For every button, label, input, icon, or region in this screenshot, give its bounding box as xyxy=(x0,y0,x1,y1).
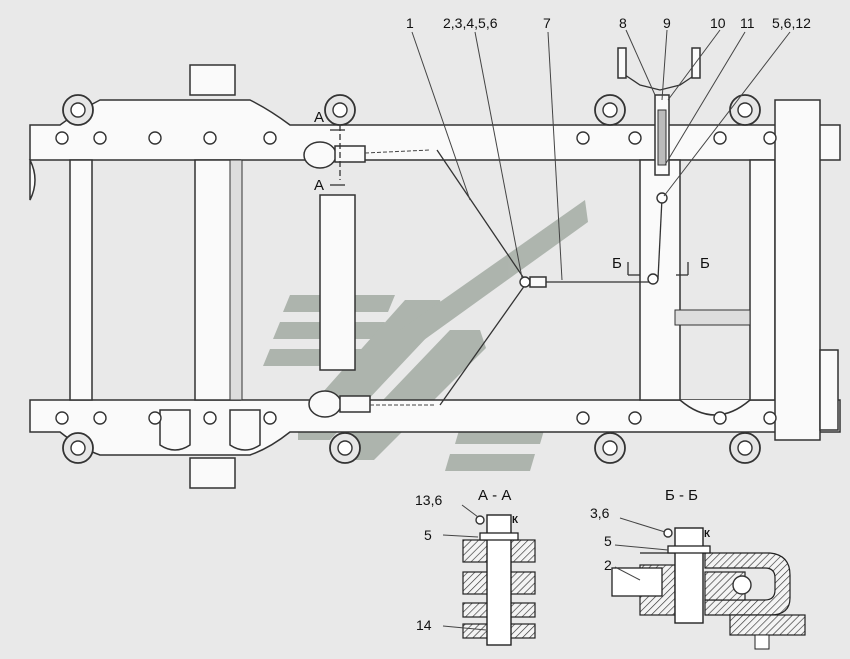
section-mark-a-top: А xyxy=(314,109,324,126)
callout-7: 7 xyxy=(543,15,551,31)
section-bb-drawing xyxy=(611,517,806,650)
section-bb-k-mark: К xyxy=(704,529,711,540)
callout-1: 1 xyxy=(406,15,414,31)
section-bb-callout-2: 2 xyxy=(604,557,612,573)
section-mark-a-bottom: А xyxy=(314,177,324,194)
wheel-nuts xyxy=(62,94,761,464)
section-aa-drawing xyxy=(442,504,536,646)
callout-10: 10 xyxy=(710,15,726,31)
section-bb-callout-5: 5 xyxy=(604,533,612,549)
section-bb-callout-3-6: 3,6 xyxy=(590,505,610,521)
section-bb-title: Б - Б xyxy=(665,487,698,504)
callout-11: 11 xyxy=(740,15,755,31)
frame xyxy=(28,64,841,489)
callout-9: 9 xyxy=(663,15,671,31)
section-aa-k-mark: К xyxy=(512,515,519,526)
section-mark-b-left: Б xyxy=(612,255,622,272)
callout-5-6-12: 5,6,12 xyxy=(772,15,811,31)
section-aa-title: А - А xyxy=(478,487,511,504)
section-mark-b-right: Б xyxy=(700,255,710,272)
callout-2-3-4-5-6: 2,3,4,5,6 xyxy=(443,15,498,31)
frame-holes xyxy=(55,131,777,425)
callout-8: 8 xyxy=(619,15,627,31)
brake-linkage xyxy=(303,47,701,418)
section-cut-marks xyxy=(330,125,689,276)
section-aa-callout-5: 5 xyxy=(424,527,432,543)
leader-lines xyxy=(411,29,791,281)
section-aa-callout-13-6: 13,6 xyxy=(415,492,442,508)
section-aa-callout-14: 14 xyxy=(416,617,432,633)
